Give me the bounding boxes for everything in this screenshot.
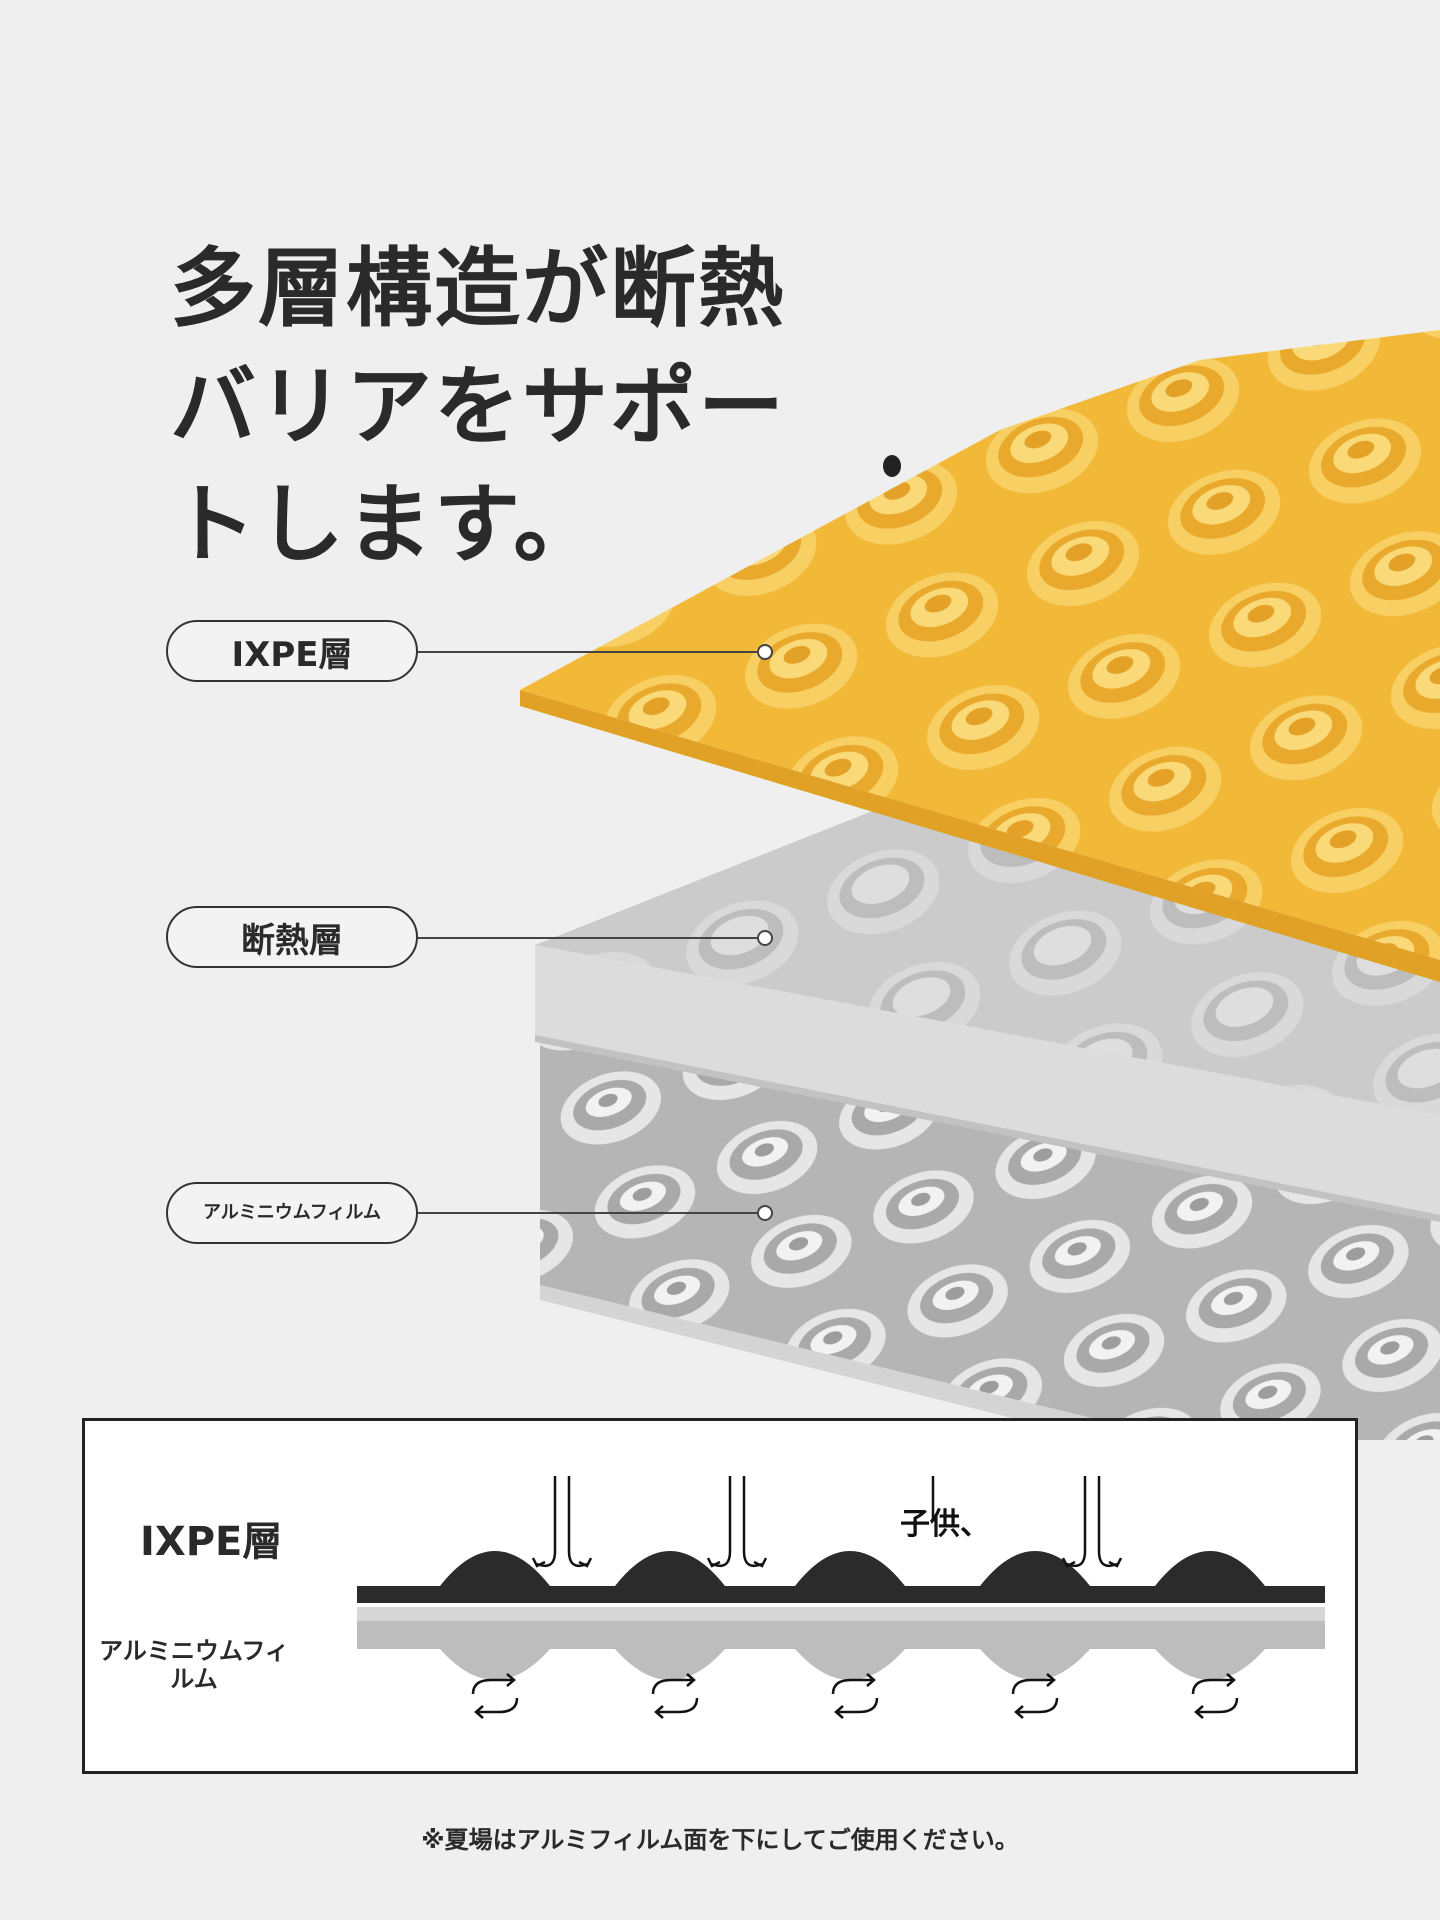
cross-section-diagram: IXPE層 アルミニウムフィルム 子供、 bbox=[82, 1418, 1358, 1774]
heat-arrows bbox=[531, 1476, 1123, 1568]
footnote: ※夏場はアルミフィルム面を下にしてご使用ください。 bbox=[421, 1826, 1019, 1854]
diagram-label-ixpe: IXPE層 bbox=[140, 1519, 283, 1565]
label-ixpe: IXPE層 bbox=[166, 620, 418, 682]
aluminum-profile bbox=[357, 1607, 1325, 1680]
label-aluminum: アルミニウムフィルム bbox=[166, 1182, 418, 1244]
diagram-label-aluminum: アルミニウムフィルム bbox=[99, 1637, 289, 1693]
insulation-layer bbox=[535, 800, 1440, 1222]
layer-illustration bbox=[418, 330, 1440, 1440]
headline: 多層構造が断熱バリアをサポートします。 bbox=[170, 239, 786, 575]
label-insulation: 断熱層 bbox=[166, 906, 418, 968]
leader-dots bbox=[757, 644, 773, 1221]
diagram-inline-text: 子供、 bbox=[900, 1507, 990, 1542]
leader-lines bbox=[418, 651, 765, 1214]
cross-section-graphic bbox=[357, 1476, 1325, 1719]
ixpe-layer bbox=[520, 330, 1440, 982]
ixpe-profile bbox=[357, 1551, 1325, 1603]
speck bbox=[883, 455, 901, 477]
circulation-arrows bbox=[471, 1673, 1239, 1719]
